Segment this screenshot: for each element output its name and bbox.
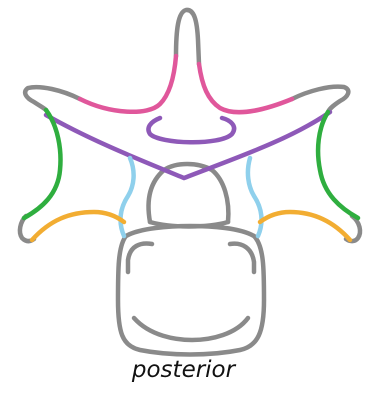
right-lamina (199, 64, 292, 112)
right-pedicle (248, 158, 262, 236)
right-transverse-tip (292, 87, 348, 112)
neural-arch-line (46, 112, 330, 178)
left-lamina (80, 56, 176, 112)
left-pedicle (121, 158, 134, 236)
body-inner-left (128, 244, 152, 272)
arch-group (46, 112, 330, 178)
right-transverse-process (318, 112, 358, 218)
left-transverse-process (24, 110, 60, 218)
spinous-process (176, 10, 199, 64)
left-transverse-tip (25, 87, 80, 110)
body-inner-bottom (134, 318, 248, 340)
body-inner-right (230, 244, 254, 272)
caption-label: posterior (0, 357, 367, 383)
vertebral-foramen-arch (149, 164, 229, 222)
right-facet (260, 212, 350, 240)
left-facet (32, 212, 124, 240)
lamina-group (80, 56, 292, 112)
spinous-base-ellipse (148, 118, 234, 142)
outline-group (20, 10, 360, 355)
